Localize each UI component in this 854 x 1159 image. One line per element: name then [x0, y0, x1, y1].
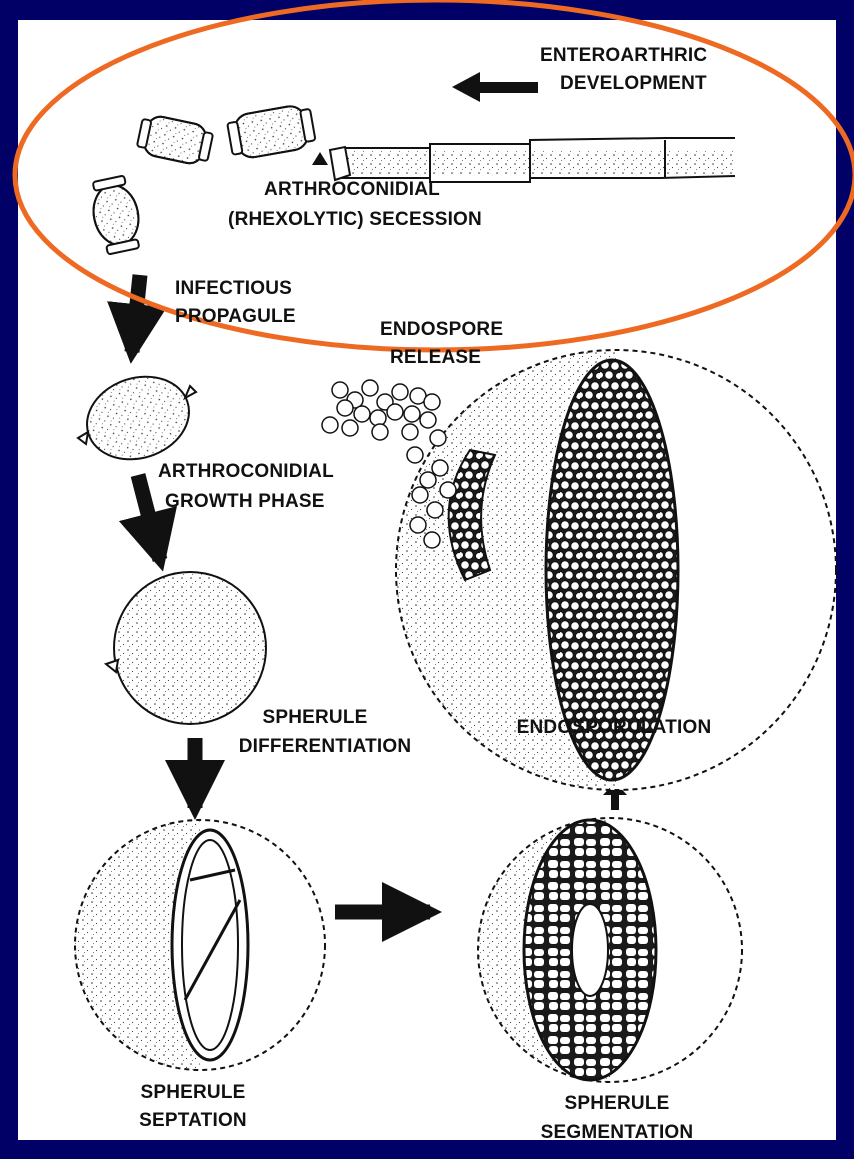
secession-arrow — [312, 152, 328, 165]
arthroconidial-growth-cell — [76, 364, 200, 472]
label-enteroarthric-1: ENTEROARTHRIC — [540, 44, 707, 67]
label-enteroarthric-2: DEVELOPMENT — [560, 72, 707, 95]
spherule-cell — [106, 572, 266, 724]
label-secession-2: (RHEXOLYTIC) SECESSION — [228, 208, 482, 231]
hyphal-chain — [136, 103, 735, 182]
label-endospore-2: RELEASE — [390, 346, 481, 369]
infectious-propagule — [87, 174, 145, 256]
enteroarthric-arrow — [452, 72, 538, 102]
label-endospore-1: ENDOSPORE — [380, 318, 503, 341]
label-differentiation-1: SPHERULE — [262, 706, 367, 729]
label-endosporulation: ENDOSPORULATION — [517, 716, 712, 739]
label-growth-1: ARTHROCONIDIAL — [158, 460, 334, 483]
segmentation-spherule — [478, 818, 742, 1082]
label-segmentation-2: SEGMENTATION — [541, 1121, 694, 1144]
septation-spherule — [75, 820, 325, 1070]
label-segmentation-1: SPHERULE — [564, 1092, 669, 1115]
label-propagule-1: INFECTIOUS — [175, 277, 292, 300]
label-growth-2: GROWTH PHASE — [165, 490, 325, 513]
label-septation-2: SEPTATION — [139, 1109, 247, 1132]
label-secession-1: ARTHROCONIDIAL — [264, 178, 440, 201]
label-propagule-2: PROPAGULE — [175, 305, 296, 328]
label-septation-1: SPHERULE — [140, 1081, 245, 1104]
label-differentiation-2: DIFFERENTIATION — [239, 735, 412, 758]
